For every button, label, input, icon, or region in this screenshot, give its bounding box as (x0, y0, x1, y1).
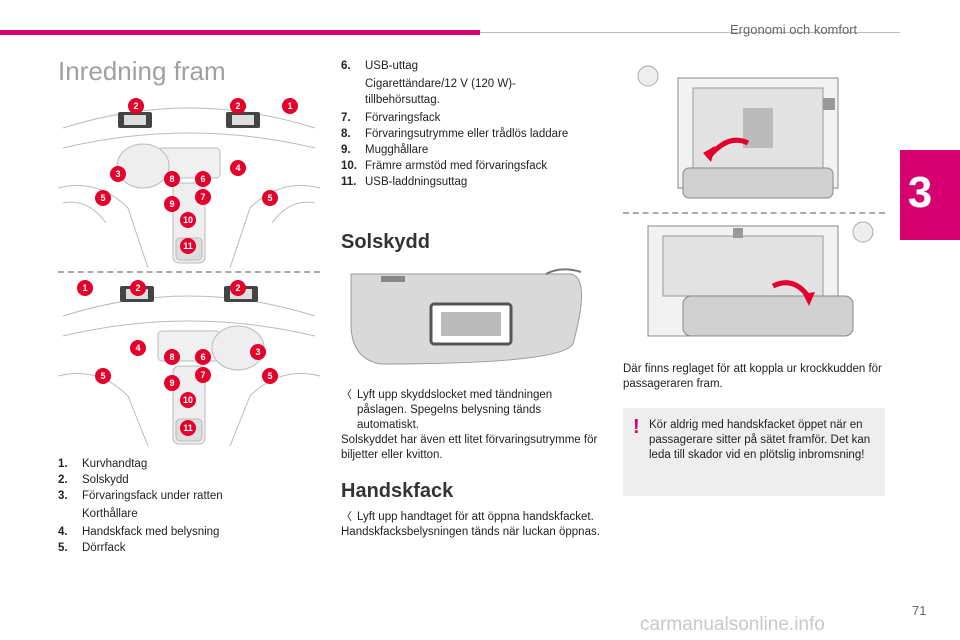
legend-item: 3.Förvaringsfack under ratten (58, 490, 223, 502)
interior-diagram-rhd: 1 2 2 4 3 5 5 6 8 7 9 10 11 (58, 276, 320, 446)
callout-8: 8 (169, 174, 174, 184)
bullet-arrow-icon: 〈 (341, 511, 352, 523)
legend-item: 1.Kurvhandtag (58, 458, 148, 470)
airbag-note: Där finns reglaget för att koppla ur kro… (623, 363, 882, 390)
instruction-bullet: 〈Lyft upp skyddslocket med tändningen på… (341, 389, 553, 431)
page-number: 71 (912, 603, 927, 618)
callout-1: 1 (287, 101, 292, 111)
instruction-bullet: 〈Lyft upp handtaget för att öppna handsk… (341, 511, 594, 523)
page-title: Inredning fram (58, 56, 226, 86)
glovebox-illustration-top (623, 58, 885, 208)
handskfack-note: Handskfacksbelysningen tänds när luckan … (341, 526, 600, 538)
callout-2: 2 (235, 283, 240, 293)
legend-item: 4.Handskfack med belysning (58, 526, 220, 538)
illustration-divider (623, 212, 885, 214)
callout-5: 5 (267, 193, 272, 203)
callout-1: 1 (82, 283, 87, 293)
callout-5: 5 (100, 371, 105, 381)
legend-item: 2.Solskydd (58, 474, 129, 486)
callout-11: 11 (183, 241, 193, 251)
legend-item: 5.Dörrfack (58, 542, 126, 554)
diagram-divider (58, 271, 320, 273)
callout-8: 8 (169, 352, 174, 362)
sun-visor-illustration (350, 268, 582, 365)
solskydd-note: Solskyddet har även ett litet förvarings… (341, 434, 598, 461)
legend-subitem: Korthållare (82, 508, 138, 520)
callout-10: 10 (183, 395, 193, 405)
chapter-number: 3 (907, 168, 933, 217)
handskfack-text: 〈Lyft upp handtaget för att öppna handsk… (341, 510, 603, 540)
legend-item: 7.Förvaringsfack (341, 112, 441, 124)
callout-5: 5 (100, 193, 105, 203)
callout-5: 5 (267, 371, 272, 381)
warning-exclamation-icon: ! (633, 416, 640, 438)
callout-2: 2 (135, 283, 140, 293)
callout-6: 6 (200, 174, 205, 184)
watermark: carmanualsonline.info (640, 614, 825, 635)
header-accent-bar (0, 30, 480, 35)
callout-3: 3 (115, 169, 120, 179)
callout-4: 4 (135, 343, 140, 353)
legend-right: 6.USB-uttag Cigarettändare/12 V (120 W)-… (341, 58, 591, 190)
warning-box: ! Kör aldrig med handskfacket öppet när … (623, 408, 885, 496)
glovebox-illustration-bottom (623, 216, 885, 356)
legend-item: 8.Förvaringsutrymme eller trådlös laddar… (341, 128, 569, 140)
callout-9: 9 (169, 199, 174, 209)
legend-item: 11.USB-laddningsuttag (341, 176, 468, 188)
warning-text: Kör aldrig med handskfacket öppet när en… (649, 419, 871, 461)
chapter-tab (900, 150, 960, 240)
callout-6: 6 (200, 352, 205, 362)
section-heading-solskydd: Solskydd (341, 231, 430, 253)
callout-7: 7 (200, 192, 205, 202)
bullet-arrow-icon: 〈 (341, 389, 352, 401)
legend-item: 6.USB-uttag (341, 60, 419, 72)
legend-subitem: Cigarettändare/12 V (120 W)-tillbehörsut… (365, 78, 516, 106)
legend-left: 1.Kurvhandtag 2.Solskydd 3.Förvaringsfac… (58, 456, 308, 556)
callout-2: 2 (235, 101, 240, 111)
callout-10: 10 (183, 215, 193, 225)
callout-3: 3 (255, 347, 260, 357)
callout-2: 2 (133, 101, 138, 111)
callout-11: 11 (183, 423, 193, 433)
legend-item: 10.Främre armstöd med förvaringsfack (341, 160, 548, 172)
interior-diagram-lhd: 2 2 1 3 4 5 5 6 8 7 9 10 11 (58, 88, 320, 268)
section-heading-handskfack: Handskfack (341, 480, 454, 502)
header-rule (480, 32, 900, 33)
legend-item: 9.Mugghållare (341, 144, 429, 156)
solskydd-text: 〈Lyft upp skyddslocket med tändningen på… (341, 388, 603, 463)
chapter-title: Ergonomi och komfort (730, 22, 858, 37)
callout-9: 9 (169, 378, 174, 388)
callout-7: 7 (200, 370, 205, 380)
callout-4: 4 (235, 163, 240, 173)
